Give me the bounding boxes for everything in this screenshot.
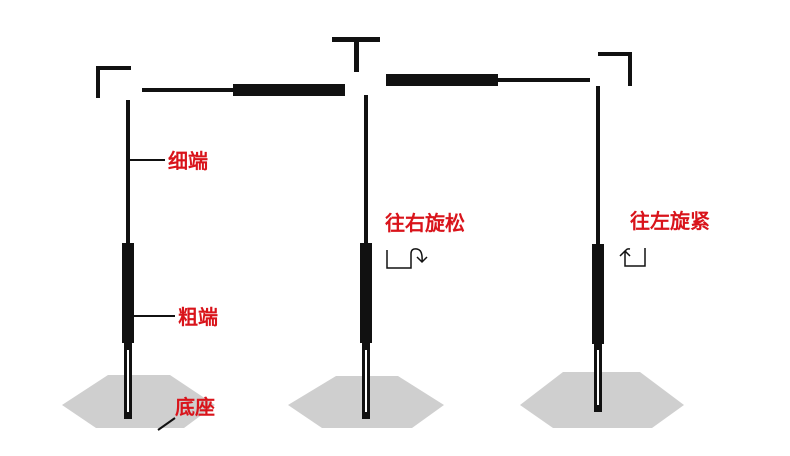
right-corner-bracket	[598, 52, 632, 86]
left-pole-thick-segment	[122, 243, 134, 343]
tighten-left-label: 往左旋紧	[630, 209, 710, 233]
loosen-right-label: 往右旋松	[385, 211, 465, 235]
top-crossbar	[142, 74, 590, 96]
right-pole-highlight	[597, 350, 599, 405]
center-t-cap-stem	[354, 40, 359, 72]
left-base	[62, 375, 215, 428]
left-corner-bracket	[96, 66, 131, 98]
thick-end-label: 粗端	[178, 305, 218, 329]
right-pole-thin-segment	[596, 86, 600, 246]
base-label: 底座	[175, 395, 215, 419]
center-pole-highlight	[365, 350, 367, 412]
crossbar-left-thin	[142, 88, 235, 92]
thin-end-label: 细端	[168, 149, 208, 173]
left-pole-highlight	[127, 350, 129, 412]
center-pole-thick-segment	[360, 243, 372, 343]
base-leader	[157, 417, 176, 431]
left-pole-thin-segment	[126, 100, 130, 245]
center-pole-thin-segment	[364, 95, 368, 245]
rotate-right-arrow-icon	[386, 248, 428, 269]
right-pole-thick-segment	[592, 244, 604, 344]
rotate-left-arrow-icon	[619, 248, 646, 267]
center-t-cap-top	[332, 37, 380, 42]
center-pole-assembly: 往右旋松	[288, 37, 465, 428]
left-pole-assembly: 细端 粗端 底座	[62, 66, 218, 431]
right-pole-assembly: 往左旋紧	[520, 52, 710, 428]
crossbar-right-thick	[386, 74, 498, 86]
crossbar-right-thin	[496, 78, 590, 82]
crossbar-left-thick	[233, 84, 345, 96]
